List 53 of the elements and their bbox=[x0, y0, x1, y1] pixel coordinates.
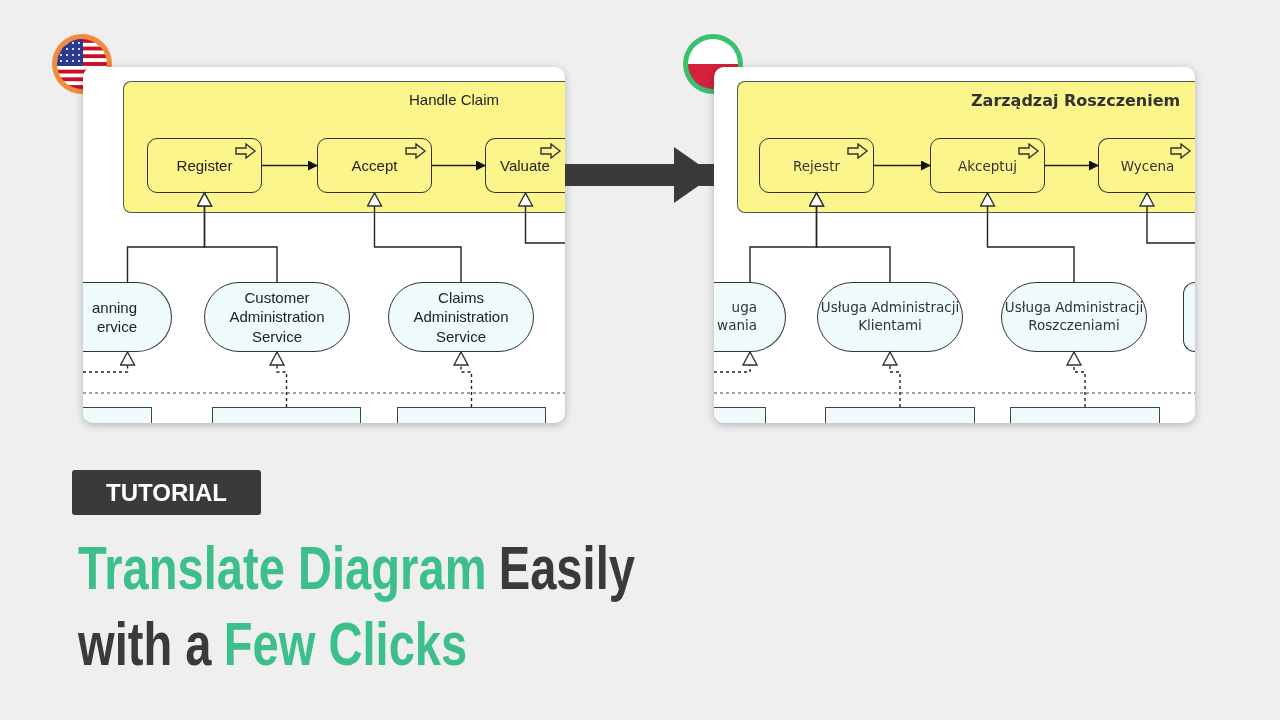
group-title: Zarządzaj Roszczeniem bbox=[971, 91, 1181, 110]
process-box bbox=[317, 138, 432, 193]
process-box bbox=[147, 138, 262, 193]
component-box bbox=[83, 407, 152, 423]
process-group bbox=[123, 81, 565, 213]
headline-text: Translate Diagram bbox=[78, 532, 487, 603]
headline-text: with a bbox=[78, 608, 212, 679]
component-box bbox=[825, 407, 975, 423]
component-box bbox=[1010, 407, 1160, 423]
headline-text: Few Clicks bbox=[223, 608, 468, 679]
service-pill: Usługa Administracji Klientami bbox=[817, 282, 963, 352]
component-box bbox=[397, 407, 546, 423]
service-pill: uga wania bbox=[714, 282, 786, 352]
process-label: Rejestr bbox=[792, 157, 841, 174]
serving-arrow bbox=[196, 192, 278, 283]
service-pill bbox=[1183, 282, 1195, 352]
screenshot-card bbox=[83, 67, 565, 423]
serving-arrow bbox=[808, 192, 891, 283]
flow-arrow bbox=[431, 160, 486, 171]
flow-arrow bbox=[453, 351, 473, 408]
process-label: Valuate bbox=[499, 157, 551, 174]
big-arrow bbox=[565, 147, 714, 203]
service-pill: Customer Administration Service bbox=[204, 282, 350, 352]
flow-arrow bbox=[261, 160, 318, 171]
service-pill: Claims Administration Service bbox=[388, 282, 534, 352]
process-box bbox=[930, 138, 1045, 193]
serving-arrow bbox=[1139, 192, 1195, 244]
process-label: Wycena bbox=[1119, 157, 1176, 174]
component-box bbox=[714, 407, 766, 423]
headline-text: Easily bbox=[498, 532, 635, 603]
process-label: Accept bbox=[350, 157, 399, 174]
flow-arrow bbox=[1044, 160, 1099, 171]
process-box bbox=[1098, 138, 1195, 193]
tutorial-badge: TUTORIAL bbox=[72, 470, 261, 515]
flow-arrow bbox=[1066, 351, 1086, 408]
flow-arrow bbox=[873, 160, 931, 171]
component-box bbox=[212, 407, 361, 423]
process-label: Akceptuj bbox=[957, 157, 1018, 174]
group-title: Handle Claim bbox=[409, 91, 500, 108]
flow-arrow bbox=[882, 351, 901, 408]
process-box bbox=[485, 138, 565, 193]
realization-arrow bbox=[83, 351, 136, 373]
serving-arrow bbox=[517, 192, 565, 244]
process-box bbox=[759, 138, 874, 193]
screenshot-card bbox=[714, 67, 1195, 423]
process-label: Register bbox=[175, 157, 234, 174]
realization-arrow bbox=[714, 351, 758, 373]
serving-arrow bbox=[366, 192, 462, 283]
serving-arrow bbox=[979, 192, 1075, 283]
service-pill: anning ervice bbox=[83, 282, 172, 352]
flow-arrow bbox=[269, 351, 288, 408]
process-group bbox=[737, 81, 1195, 213]
service-pill: Usługa Administracji Roszczeniami bbox=[1001, 282, 1147, 352]
